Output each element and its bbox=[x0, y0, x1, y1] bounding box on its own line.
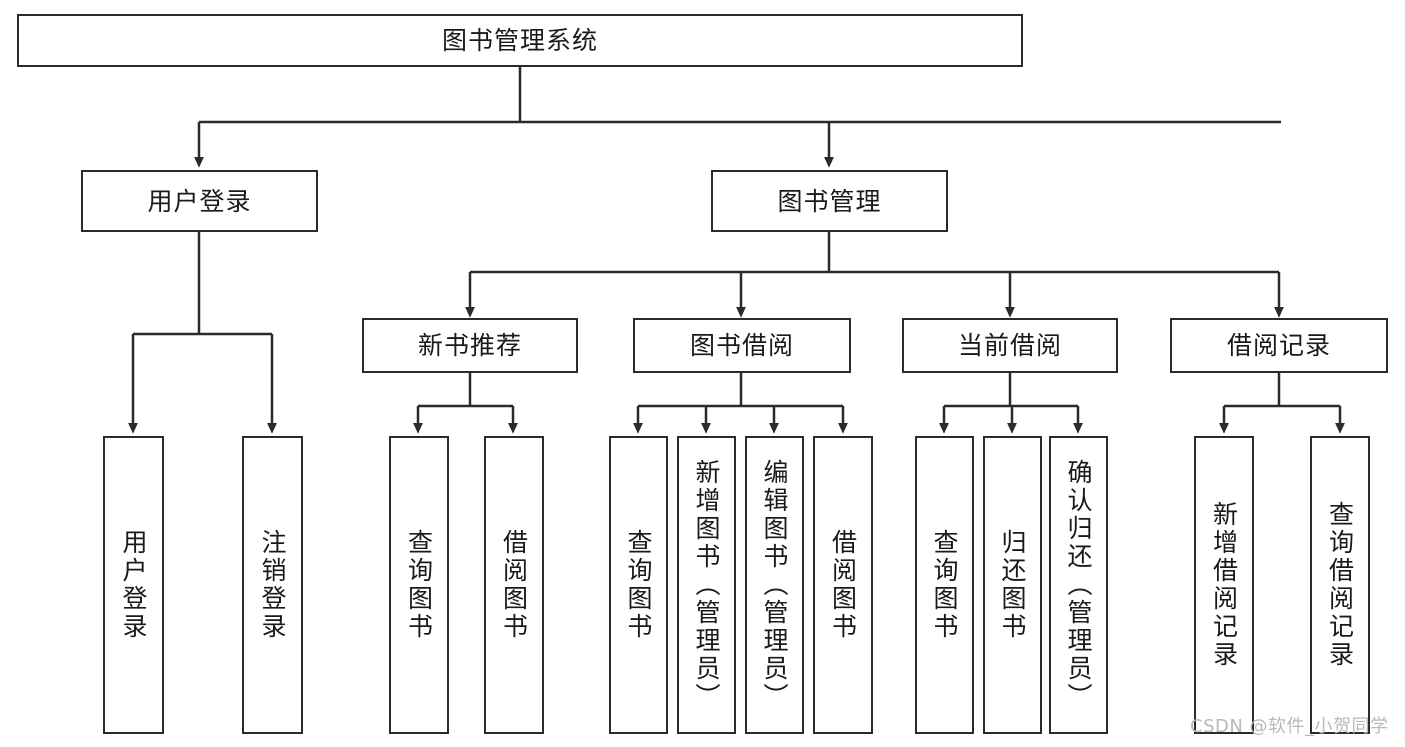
leaf-label: 查询图书 bbox=[930, 529, 959, 641]
leaf-label: 新增借阅记录 bbox=[1209, 501, 1239, 669]
leaf-new-book-borrow[interactable]: 借阅图书 bbox=[484, 436, 544, 734]
leaf-new-book-query[interactable]: 查询图书 bbox=[389, 436, 449, 734]
node-current-borrow[interactable]: 当前借阅 bbox=[902, 318, 1118, 373]
node-new-book-recommend-label: 新书推荐 bbox=[417, 331, 522, 360]
node-current-borrow-label: 当前借阅 bbox=[957, 331, 1062, 360]
node-root-label: 图书管理系统 bbox=[441, 26, 598, 55]
leaf-label: 归还图书 bbox=[998, 529, 1027, 641]
node-book-borrow-label: 图书借阅 bbox=[689, 331, 794, 360]
node-borrow-record-label: 借阅记录 bbox=[1226, 331, 1331, 360]
leaf-book-borrow-query[interactable]: 查询图书 bbox=[609, 436, 668, 734]
node-user-login[interactable]: 用户登录 bbox=[81, 170, 318, 232]
leaf-label: 查询图书 bbox=[624, 529, 653, 641]
node-user-login-label: 用户登录 bbox=[147, 186, 252, 216]
leaf-current-borrow-return[interactable]: 归还图书 bbox=[983, 436, 1042, 734]
node-new-book-recommend[interactable]: 新书推荐 bbox=[362, 318, 578, 373]
node-book-management[interactable]: 图书管理 bbox=[711, 170, 948, 232]
leaf-current-borrow-query[interactable]: 查询图书 bbox=[915, 436, 974, 734]
leaf-user-login-logout[interactable]: 注销登录 bbox=[242, 436, 303, 734]
node-book-management-label: 图书管理 bbox=[777, 186, 882, 216]
leaf-label: 新增图书（管理员） bbox=[692, 459, 721, 711]
leaf-book-borrow-borrow[interactable]: 借阅图书 bbox=[813, 436, 873, 734]
node-root[interactable]: 图书管理系统 bbox=[17, 14, 1023, 67]
leaf-book-borrow-add[interactable]: 新增图书（管理员） bbox=[677, 436, 736, 734]
watermark: CSDN @软件_小贺同学 bbox=[1190, 716, 1389, 737]
node-book-borrow[interactable]: 图书借阅 bbox=[633, 318, 851, 373]
leaf-label: 编辑图书（管理员） bbox=[760, 459, 789, 711]
leaf-label: 确认归还（管理员） bbox=[1064, 459, 1093, 711]
leaf-label: 查询图书 bbox=[404, 529, 434, 641]
leaf-label: 借阅图书 bbox=[828, 529, 858, 641]
leaf-label: 查询借阅记录 bbox=[1325, 501, 1355, 669]
leaf-label: 用户登录 bbox=[119, 529, 148, 641]
leaf-label: 借阅图书 bbox=[499, 529, 529, 641]
leaf-user-login-login[interactable]: 用户登录 bbox=[103, 436, 164, 734]
leaf-book-borrow-edit[interactable]: 编辑图书（管理员） bbox=[745, 436, 804, 734]
node-borrow-record[interactable]: 借阅记录 bbox=[1170, 318, 1388, 373]
leaf-label: 注销登录 bbox=[258, 529, 287, 641]
leaf-borrow-record-add[interactable]: 新增借阅记录 bbox=[1194, 436, 1254, 734]
leaf-current-borrow-confirm[interactable]: 确认归还（管理员） bbox=[1049, 436, 1108, 734]
leaf-borrow-record-query[interactable]: 查询借阅记录 bbox=[1310, 436, 1370, 734]
